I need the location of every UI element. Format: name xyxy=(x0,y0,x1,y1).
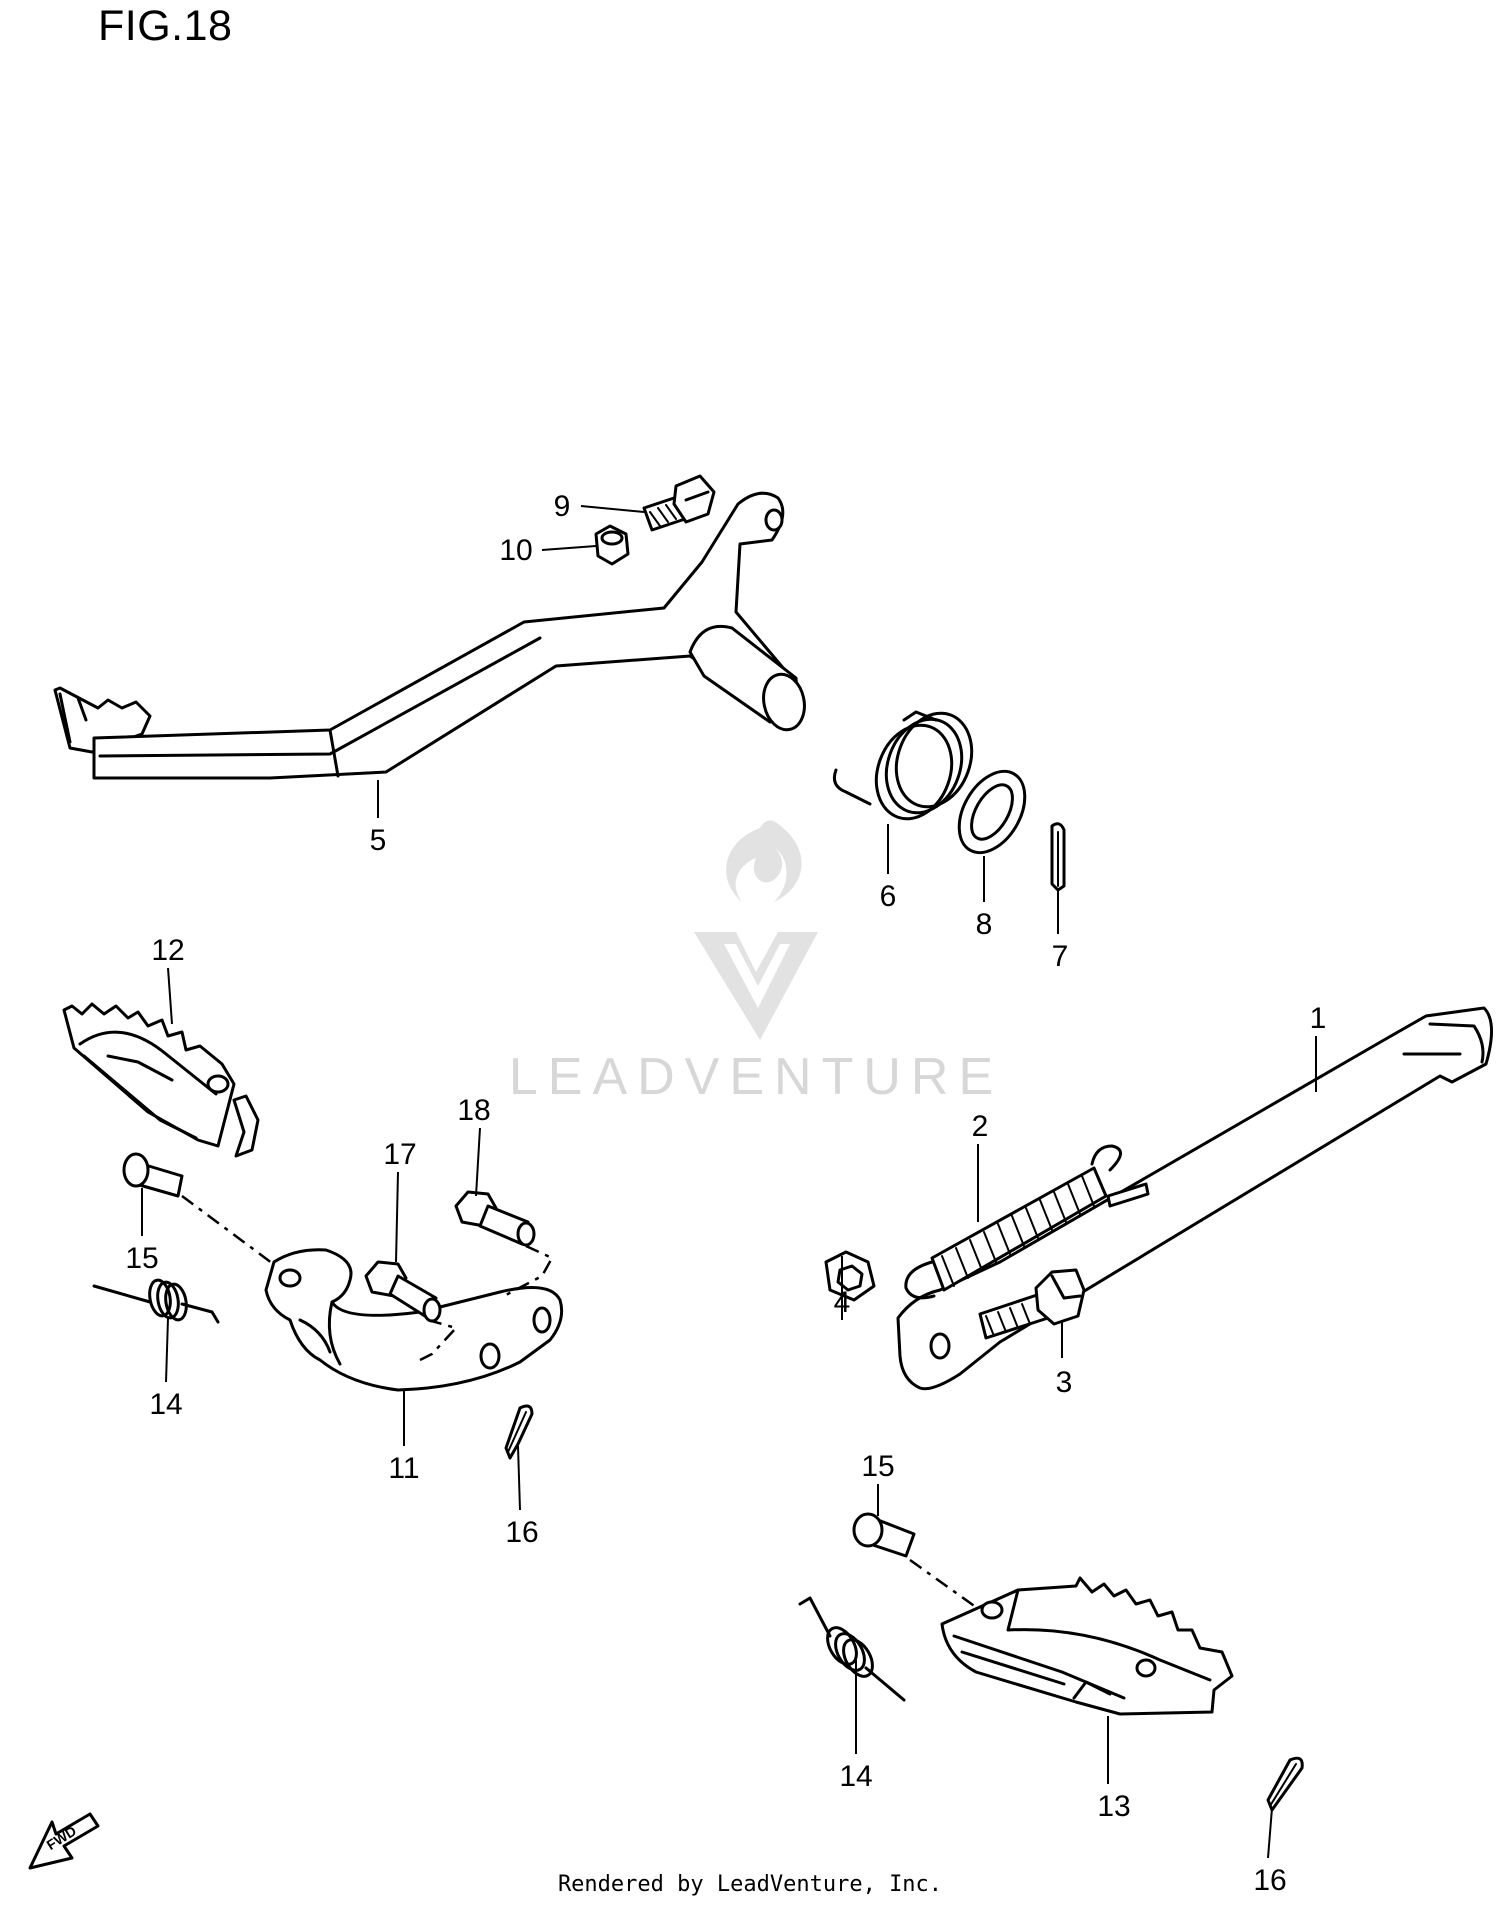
callout-9: 9 xyxy=(554,490,571,523)
bolt-part-17 xyxy=(364,1260,459,1362)
render-credit: Rendered by LeadVenture, Inc. xyxy=(557,1872,943,1897)
return-spring-part-6 xyxy=(832,710,974,821)
callout-4: 4 xyxy=(834,1286,851,1319)
pivot-bolt-part-3 xyxy=(978,1268,1086,1340)
figure-title: FIG.18 xyxy=(98,2,233,50)
washer-part-8 xyxy=(957,769,1027,855)
callout-5: 5 xyxy=(370,824,387,857)
callout-12: 12 xyxy=(151,934,184,967)
cotter-pin-part-7 xyxy=(1050,822,1066,892)
stand-spring-part-2 xyxy=(904,1144,1122,1300)
spring-part-14-left xyxy=(92,1278,220,1324)
callout-3: 3 xyxy=(1056,1366,1073,1399)
callout-1: 1 xyxy=(1310,1002,1327,1035)
callout-10: 10 xyxy=(499,534,532,567)
callout-11: 11 xyxy=(388,1452,419,1485)
spring-part-14-right xyxy=(798,1596,906,1702)
nut-part-10 xyxy=(594,524,630,566)
callout-14-right: 14 xyxy=(839,1760,872,1793)
callout-18: 18 xyxy=(457,1094,490,1127)
callout-14-left: 14 xyxy=(149,1388,182,1421)
bolt-part-18 xyxy=(454,1190,554,1298)
nut-part-4 xyxy=(824,1250,876,1302)
callout-13: 13 xyxy=(1097,1790,1130,1823)
cotter-pin-part-16-left xyxy=(504,1404,534,1460)
callout-8: 8 xyxy=(976,908,993,941)
callout-15-right: 15 xyxy=(861,1450,894,1483)
callout-7: 7 xyxy=(1052,940,1069,973)
watermark-text: LEADVENTURE xyxy=(509,1048,1003,1106)
leader-lines xyxy=(141,505,1317,1859)
callout-16-left: 16 xyxy=(505,1516,538,1549)
footrest-part-12 xyxy=(62,1002,260,1158)
bolt-part-9 xyxy=(642,474,716,532)
watermark-logo xyxy=(694,820,818,1040)
callout-16-right: 16 xyxy=(1253,1864,1286,1897)
brake-pedal-part-5 xyxy=(53,491,806,780)
footrest-bracket-part-11 xyxy=(264,1248,564,1392)
callout-6: 6 xyxy=(880,880,897,913)
callout-2: 2 xyxy=(972,1110,989,1143)
clevis-pin-part-15-left xyxy=(122,1152,285,1274)
footrest-part-13 xyxy=(940,1576,1234,1716)
callout-15-left: 15 xyxy=(125,1242,158,1275)
callout-numbers: 1 2 3 4 5 6 7 8 9 10 11 12 13 14 14 15 1… xyxy=(125,490,1326,1897)
clevis-pin-part-15-right xyxy=(852,1512,981,1612)
cotter-pin-part-16-right xyxy=(1266,1756,1304,1812)
callout-17: 17 xyxy=(383,1138,416,1171)
forward-direction-arrow: FWD xyxy=(28,1812,100,1870)
